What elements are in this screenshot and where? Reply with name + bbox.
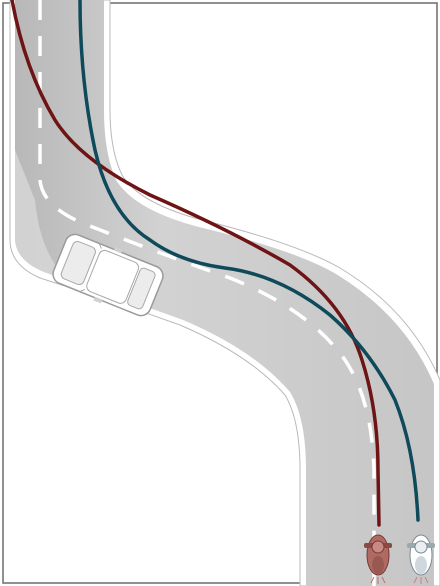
curve-road-diagram <box>0 0 440 586</box>
